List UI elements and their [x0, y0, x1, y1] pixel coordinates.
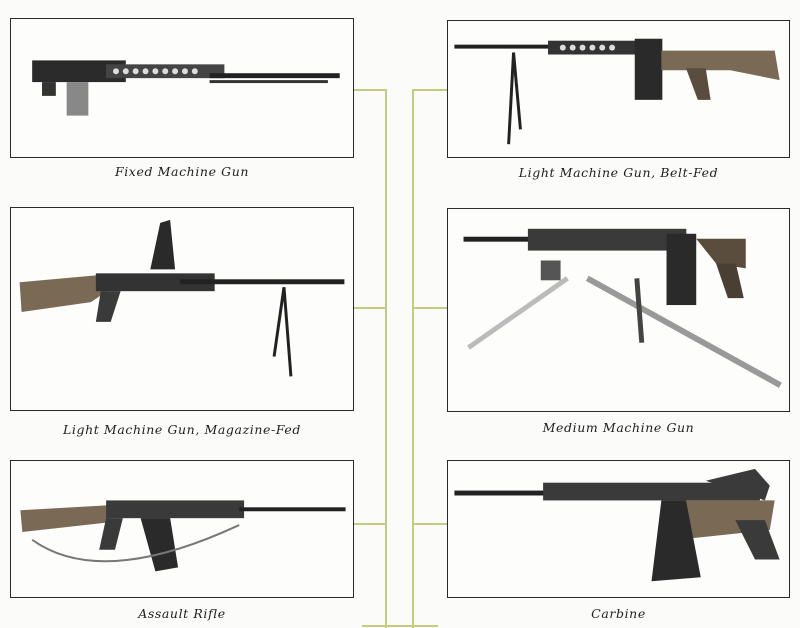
- caption-assault-rifle: Assault Rifle: [138, 606, 226, 621]
- connector-assault-rifle: [353, 523, 387, 525]
- panel-lmg-magazine-fed: [10, 207, 354, 411]
- lmg-belt-fed-image: [454, 38, 780, 145]
- panel-carbine: [447, 460, 790, 598]
- panel-medium-machine-gun: [447, 208, 790, 412]
- caption-carbine: Carbine: [591, 606, 646, 621]
- connector-lmg-belt: [412, 89, 447, 91]
- caption-lmg-magazine-fed: Light Machine Gun, Magazine-Fed: [62, 422, 302, 437]
- panel-lmg-belt-fed: [447, 20, 790, 158]
- connector-mmg: [412, 307, 447, 309]
- connector-fixed-mg: [353, 89, 387, 91]
- panel-assault-rifle: [10, 460, 354, 598]
- medium-machine-gun-image: [463, 228, 782, 388]
- caption-fixed-machine-gun: Fixed Machine Gun: [114, 164, 250, 179]
- panel-fixed-machine-gun: [10, 18, 354, 158]
- caption-medium-machine-gun: Medium Machine Gun: [542, 420, 695, 435]
- connector-carbine: [412, 523, 447, 525]
- carbine-image: [454, 468, 780, 582]
- connector-left-vertical: [385, 89, 387, 628]
- caption-lmg-belt-fed: Light Machine Gun, Belt-Fed: [518, 165, 719, 180]
- fixed-machine-gun-image: [32, 60, 340, 116]
- assault-rifle-image: [20, 500, 346, 572]
- connector-right-vertical: [412, 89, 414, 628]
- connector-lmg-mag: [353, 307, 387, 309]
- lmg-magazine-fed-image: [19, 219, 345, 377]
- connector-bottom: [362, 625, 438, 627]
